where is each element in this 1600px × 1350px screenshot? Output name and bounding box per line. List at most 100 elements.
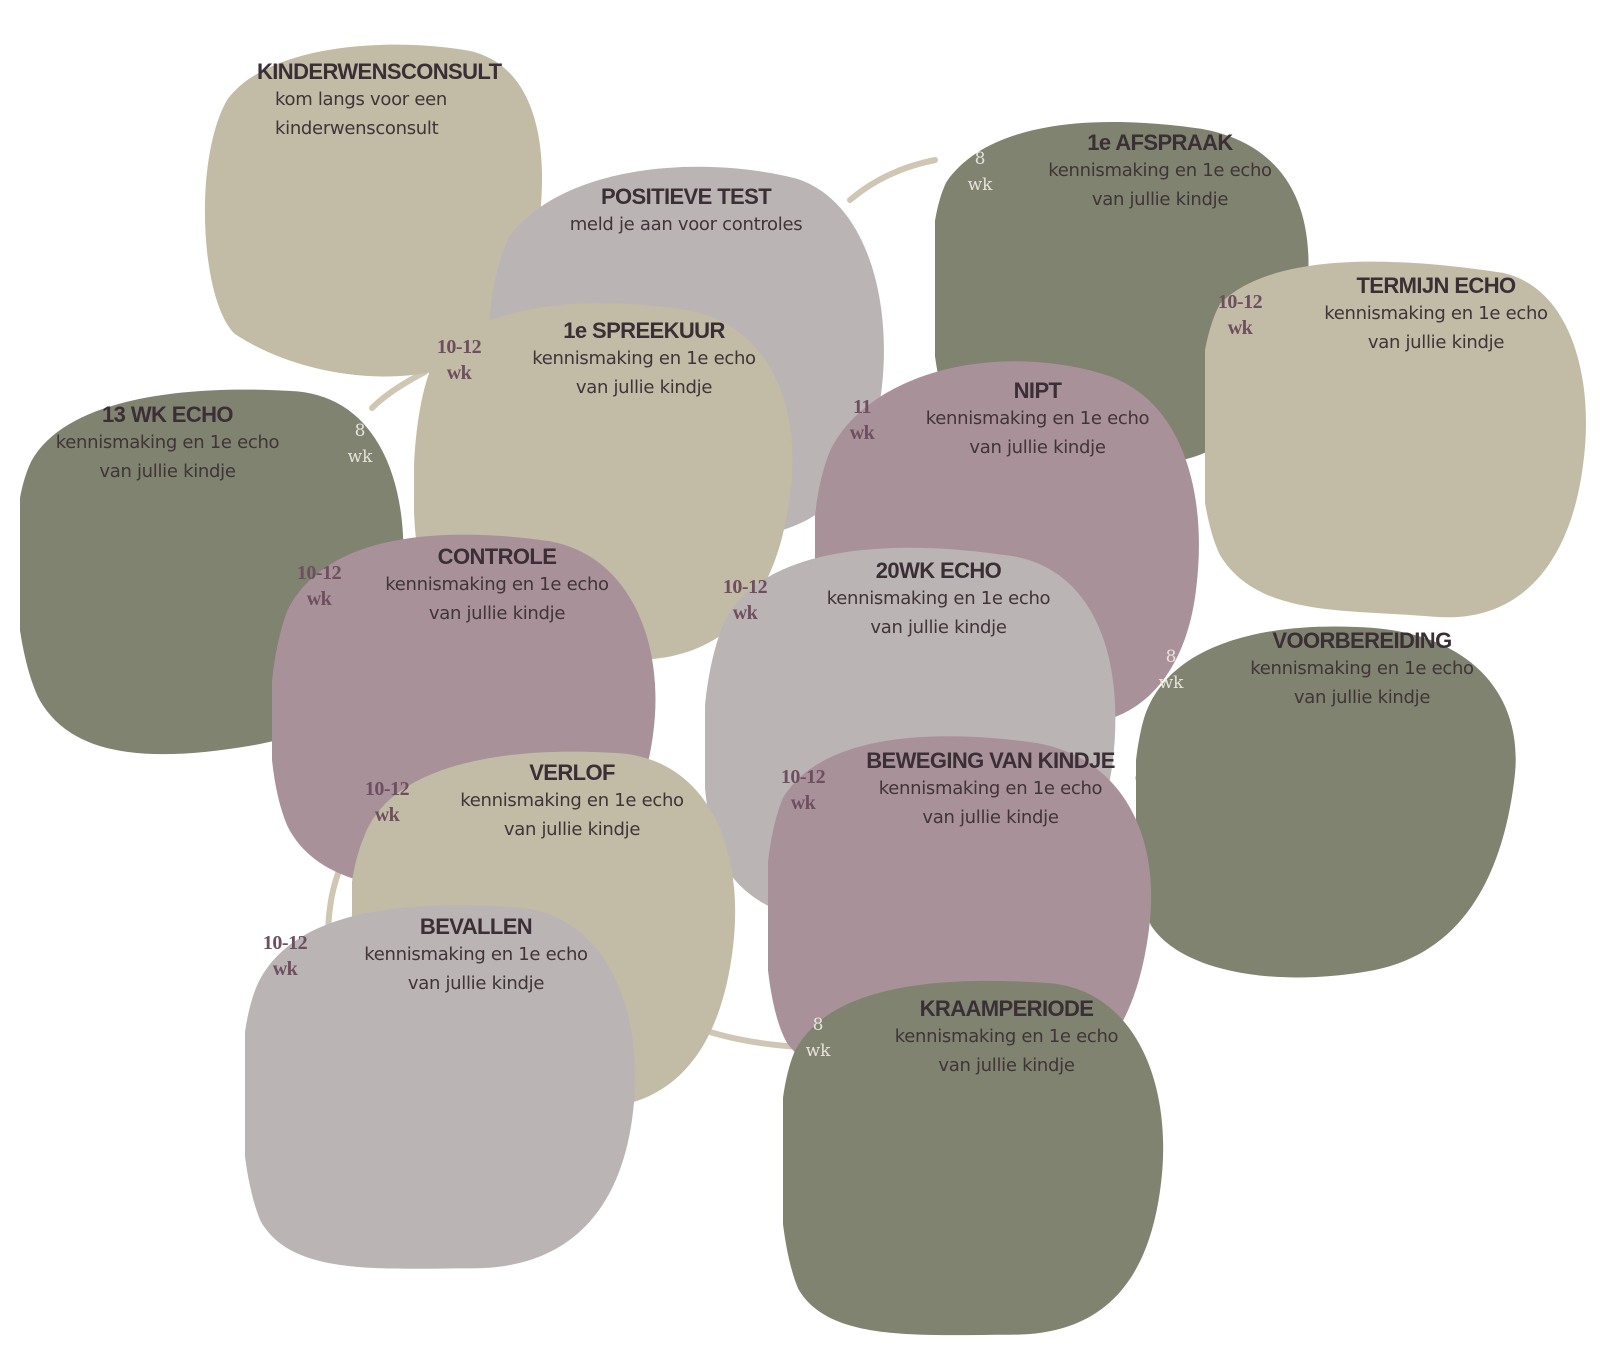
week-unit: wk — [374, 804, 400, 826]
week-number: 10-12 — [722, 576, 768, 598]
node-shape — [1205, 261, 1586, 618]
week-unit: wk — [1158, 673, 1184, 693]
node-title: CONTROLE — [437, 543, 557, 569]
node-line: kinderwensconsult — [275, 118, 439, 139]
node-line: kennismaking en 1e echo — [894, 1026, 1119, 1047]
week-unit: wk — [272, 958, 298, 980]
node-title: 20WK ECHO — [875, 558, 1002, 583]
node-content: 20WK ECHO kennismaking en 1e echo van ju… — [785, 530, 1092, 670]
week-unit: wk — [790, 792, 816, 814]
node-line: van jullie kindje — [969, 437, 1106, 458]
week-unit: wk — [849, 422, 875, 444]
node-line: van jullie kindje — [575, 377, 713, 398]
node-line: van jullie kindje — [922, 807, 1059, 828]
node-voorbereiding: 8 wk VOORBEREIDING kennismaking en 1e ec… — [1136, 605, 1518, 978]
node-line: kennismaking en 1e echo — [1048, 160, 1272, 181]
connector-positieve-afspraak — [847, 157, 938, 203]
node-shape — [204, 44, 543, 377]
connector-spreekuur-13wk — [369, 369, 428, 411]
week-unit: wk — [347, 446, 373, 467]
week-number: 10-12 — [262, 932, 308, 954]
node-content: BEWEGING VAN KINDJE kennismaking en 1e e… — [838, 720, 1143, 860]
week-number: 8 — [354, 420, 366, 441]
node-title: VOORBEREIDING — [1272, 628, 1452, 653]
node-title: 1e SPREEKUUR — [563, 318, 725, 343]
node-title: BEWEGING VAN KINDJE — [866, 748, 1115, 773]
node-kinderwensconsult: KINDERWENSCONSULT kom langs voor een kin… — [200, 37, 545, 377]
week-label: 10-12 wk — [284, 518, 354, 653]
week-number: 10-12 — [364, 778, 410, 800]
node-eerste-afspraak: 8 wk 1e AFSPRAAK kennismaking en 1e echo… — [935, 106, 1315, 469]
node-line: van jullie kindje — [938, 1055, 1075, 1076]
week-label: 10-12 wk — [768, 720, 838, 860]
node-line: kennismaking en 1e echo — [826, 588, 1051, 609]
node-line: van jullie kindje — [428, 602, 566, 624]
node-line: van jullie kindje — [1367, 332, 1505, 353]
node-shape — [1136, 626, 1516, 978]
node-content: POSITIEVE TEST meld je aan voor controle… — [487, 147, 885, 275]
week-number: 10-12 — [296, 561, 342, 584]
node-content: TERMIJN ECHO kennismaking en 1e echo van… — [1285, 250, 1587, 380]
node-line: van jullie kindje — [1091, 189, 1229, 210]
node-content: CONTROLE kennismaking en 1e echo van jul… — [357, 518, 637, 653]
node-bevallen: 10-12 wk BEVALLEN kennismaking en 1e ech… — [245, 892, 637, 1269]
week-label: 10-12 wk — [1205, 250, 1275, 380]
node-kraamperiode: 8 wk KRAAMPERIODE kennismaking en 1e ech… — [783, 968, 1165, 1336]
node-title: KINDERWENSCONSULT — [257, 59, 502, 84]
node-dertien-wk-echo: 13 WK ECHO kennismaking en 1e echo van j… — [20, 376, 405, 755]
week-unit: wk — [732, 602, 758, 624]
week-number: 10-12 — [1217, 291, 1263, 313]
node-content: KRAAMPERIODE kennismaking en 1e echo van… — [853, 968, 1160, 1108]
node-line: meld je aan voor controles — [569, 213, 803, 235]
week-label: 8 wk — [1136, 605, 1206, 735]
week-number: 8 — [974, 149, 986, 169]
node-verlof: 10-12 wk VERLOF kennismaking en 1e echo … — [352, 738, 737, 1109]
node-line: kennismaking en 1e echo — [878, 778, 1103, 799]
week-number: 10-12 — [436, 336, 482, 358]
node-content: KINDERWENSCONSULT kom langs voor een kin… — [257, 37, 535, 165]
node-line: kennismaking en 1e echo — [532, 348, 756, 369]
week-number: 8 — [1165, 647, 1177, 667]
node-line: kennismaking en 1e echo — [1324, 303, 1548, 324]
node-title: VERLOF — [529, 760, 615, 785]
week-unit: wk — [967, 175, 993, 195]
node-content: VOORBEREIDING kennismaking en 1e echo va… — [1206, 605, 1518, 735]
week-number: 8 — [812, 1015, 824, 1035]
week-unit: wk — [446, 362, 472, 384]
node-eerste-spreekuur: 10-12 wk 1e SPREEKUUR kennismaking en 1e… — [414, 295, 794, 661]
node-line: kennismaking en 1e echo — [925, 408, 1150, 429]
node-nipt: 11 wk NIPT kennismaking en 1e echo van j… — [815, 350, 1200, 725]
node-line: kennismaking en 1e echo — [1250, 658, 1474, 679]
week-unit: wk — [306, 587, 332, 610]
week-number: 10-12 — [780, 766, 826, 788]
week-label: 10-12 wk — [424, 295, 494, 425]
week-label: 10-12 wk — [710, 530, 780, 670]
week-label: 10-12 wk — [352, 738, 422, 866]
node-line: kennismaking en 1e echo — [55, 431, 280, 453]
node-line: van jullie kindje — [99, 460, 236, 482]
node-line: kennismaking en 1e echo — [460, 790, 684, 811]
node-title: NIPT — [1013, 378, 1062, 403]
node-title: 13 WK ECHO — [102, 401, 234, 427]
node-title: KRAAMPERIODE — [919, 996, 1094, 1021]
node-content: BEVALLEN kennismaking en 1e echo van jul… — [325, 892, 627, 1020]
node-content: 13 WK ECHO kennismaking en 1e echo van j… — [30, 376, 305, 511]
week-label: 8 wk — [945, 106, 1015, 238]
node-controle: 10-12 wk CONTROLE kennismaking en 1e ech… — [272, 518, 657, 891]
node-line: kennismaking en 1e echo — [364, 944, 588, 965]
node-title: 1e AFSPRAAK — [1087, 130, 1233, 155]
pregnancy-timeline-diagram: KINDERWENSCONSULT kom langs voor een kin… — [20, 37, 1587, 1336]
node-twintig-wk-echo: 10-12 wk 20WK ECHO kennismaking en 1e ec… — [705, 530, 1117, 929]
node-title: BEVALLEN — [419, 914, 533, 939]
node-termijn-echo: 10-12 wk TERMIJN ECHO kennismaking en 1e… — [1205, 250, 1587, 618]
node-content: 1e AFSPRAAK kennismaking en 1e echo van … — [1015, 106, 1305, 238]
week-unit: wk — [805, 1041, 831, 1061]
week-label: 8 wk — [325, 376, 395, 511]
node-line: kom langs voor een — [275, 89, 447, 110]
node-beweging-van-kindje: 10-12 wk BEWEGING VAN KINDJE kennismakin… — [768, 720, 1153, 1100]
node-title: POSITIEVE TEST — [600, 183, 772, 209]
node-line: van jullie kindje — [503, 819, 641, 840]
node-line: van jullie kindje — [407, 973, 545, 994]
node-positieve-test: POSITIEVE TEST meld je aan voor controle… — [487, 147, 885, 538]
week-label: 11 wk — [827, 350, 897, 490]
